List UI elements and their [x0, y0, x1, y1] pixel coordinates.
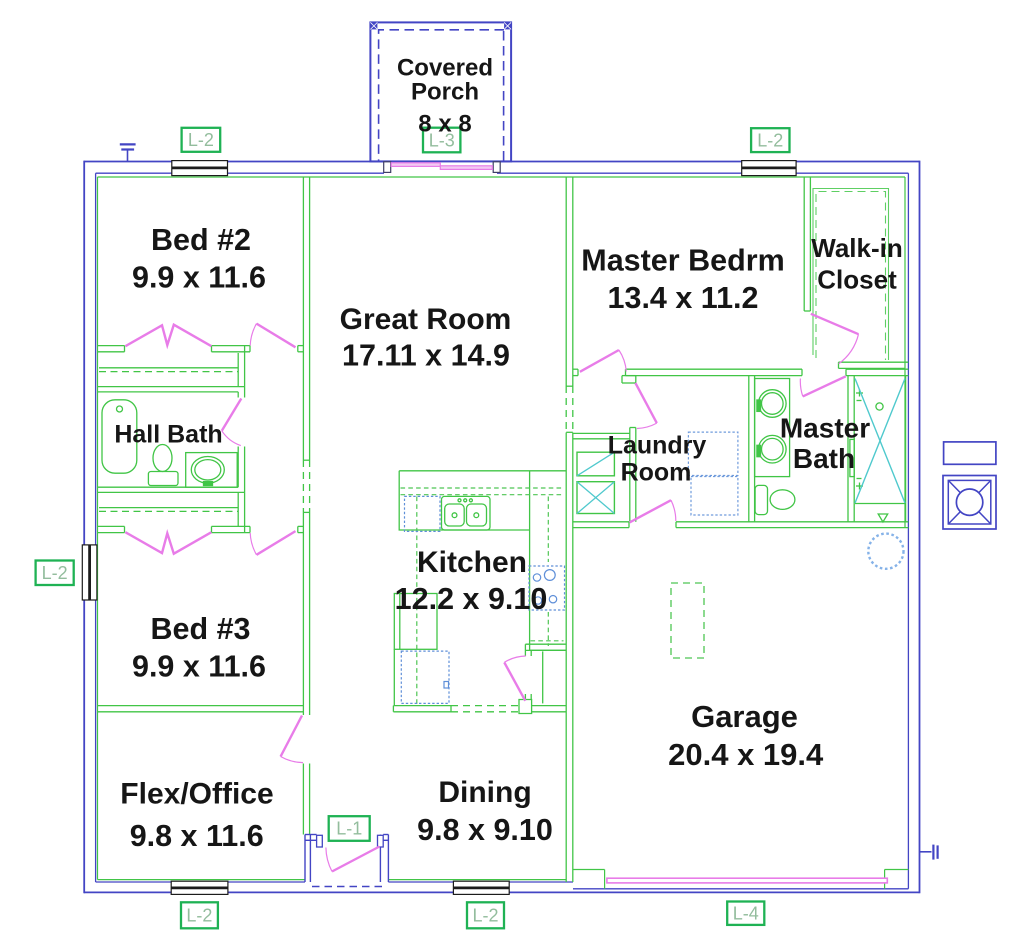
svg-text:9.9 x 11.6: 9.9 x 11.6	[132, 260, 266, 294]
svg-text:L-1: L-1	[336, 819, 362, 839]
svg-text:Master Bedrm: Master Bedrm	[581, 244, 784, 278]
svg-text:9.8 x 11.6: 9.8 x 11.6	[130, 819, 264, 853]
svg-text:Flex/Office: Flex/Office	[120, 778, 273, 811]
svg-text:L-3: L-3	[429, 131, 455, 151]
svg-text:Garage: Garage	[691, 699, 798, 734]
svg-text:Closet: Closet	[817, 265, 897, 295]
svg-text:Walk-in: Walk-in	[811, 233, 902, 263]
svg-text:Laundry: Laundry	[608, 432, 707, 460]
svg-text:13.4 x 11.2: 13.4 x 11.2	[608, 281, 759, 315]
svg-text:Hall Bath: Hall Bath	[114, 421, 222, 449]
svg-text:L-2: L-2	[186, 906, 212, 926]
svg-text:L-2: L-2	[472, 906, 498, 926]
svg-text:9.9 x 11.6: 9.9 x 11.6	[132, 650, 266, 684]
svg-text:Kitchen: Kitchen	[417, 546, 527, 579]
svg-text:Bath: Bath	[793, 443, 855, 474]
svg-text:Room: Room	[621, 459, 692, 487]
svg-text:17.11 x 14.9: 17.11 x 14.9	[342, 339, 510, 373]
svg-text:Porch: Porch	[411, 79, 479, 106]
svg-text:Bed #3: Bed #3	[150, 612, 250, 646]
svg-text:L-2: L-2	[42, 563, 68, 583]
svg-text:Covered: Covered	[397, 55, 493, 82]
svg-text:Bed #2: Bed #2	[151, 223, 251, 257]
svg-text:20.4 x 19.4: 20.4 x 19.4	[668, 737, 824, 772]
svg-text:L-2: L-2	[188, 130, 214, 150]
svg-text:Great Room: Great Room	[340, 303, 512, 336]
svg-text:8 x 8: 8 x 8	[418, 111, 471, 138]
svg-text:L-4: L-4	[733, 904, 759, 924]
svg-text:L-2: L-2	[757, 131, 783, 151]
svg-text:9.8 x 9.10: 9.8 x 9.10	[417, 813, 553, 847]
svg-text:Master: Master	[780, 413, 870, 444]
svg-text:12.2 x 9.10: 12.2 x 9.10	[395, 582, 548, 616]
svg-text:Dining: Dining	[438, 776, 531, 809]
